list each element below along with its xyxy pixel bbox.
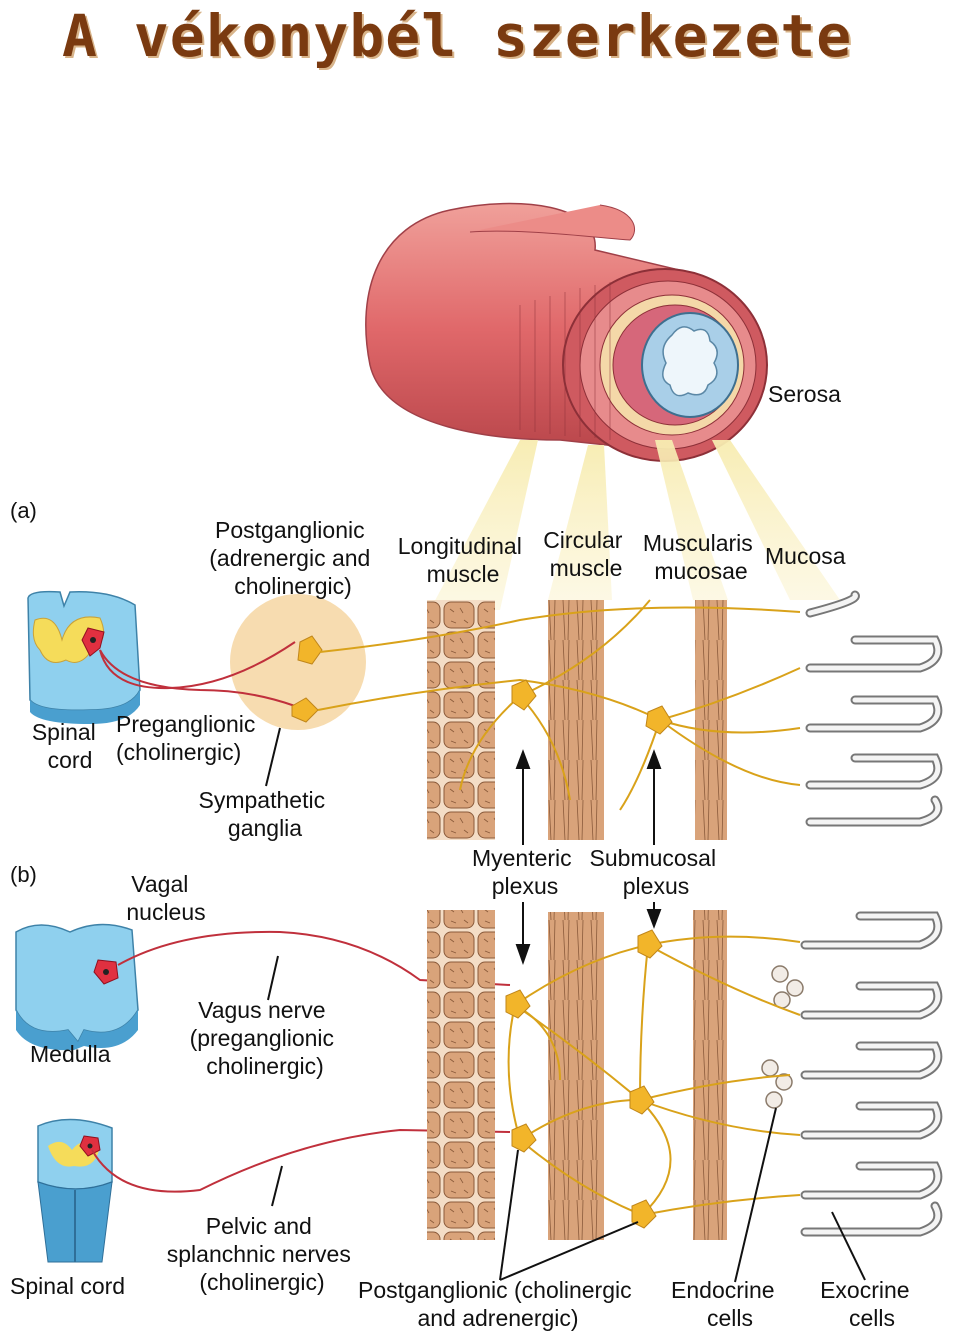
- muscularis-mucosae-label-2: mucosae: [654, 558, 747, 584]
- svg-text:Circular muscle: Circular muscle: [543, 527, 629, 581]
- preganglionic-label-2: (cholinergic): [116, 739, 241, 765]
- svg-text:Postganglionic (adrenergic: Postganglionic (adrenergic and cholinerg…: [209, 517, 377, 599]
- circular-muscle-a: [548, 600, 604, 840]
- preganglionic-fibers-b: [91, 930, 511, 1193]
- intestine-illustration: [365, 202, 768, 462]
- spinal-cord-a-label-1: Spinal: [32, 719, 96, 745]
- vagus-nerve-label-1: Vagus nerve: [198, 997, 325, 1023]
- svg-text:Postganglionic (cholinergic: Postganglionic (cholinergic and adrenerg…: [358, 1277, 638, 1331]
- endocrine-cells-label-1: Endocrine: [671, 1277, 775, 1303]
- submucosal-plexus-label-2: plexus: [623, 873, 689, 899]
- postganglionic-a-label-2: (adrenergic and: [209, 545, 370, 571]
- longitudinal-muscle-b: [427, 910, 495, 1240]
- muscularis-mucosae-label-1: Muscularis: [643, 530, 753, 556]
- medulla-label: Medulla: [30, 1041, 111, 1067]
- medulla: [15, 923, 139, 1051]
- serosa-label: Serosa: [768, 381, 841, 407]
- svg-text:Sympathetic ganglia: Sympathetic ganglia: [199, 787, 332, 841]
- preganglionic-label-1: Preganglionic: [116, 711, 255, 737]
- mucosa-villi-a: [805, 590, 943, 827]
- postganglionic-b-label-2: and adrenergic): [417, 1305, 578, 1331]
- preganglionic-fibers-a: [99, 641, 296, 707]
- projection-beams: [430, 440, 840, 610]
- myenteric-plexus-label-2: plexus: [492, 873, 558, 899]
- longitudinal-muscle-label-2: muscle: [427, 561, 500, 587]
- svg-text:Preganglionic (cholinergic: Preganglionic (cholinergic): [116, 711, 262, 765]
- spinal-cord-a: [27, 590, 141, 724]
- vagus-nerve-label-3: cholinergic): [206, 1053, 324, 1079]
- postganglionic-b-label-1: Postganglionic (cholinergic: [358, 1277, 632, 1303]
- endocrine-cells-label-2: cells: [707, 1305, 753, 1331]
- sympathetic-ganglia-label-2: ganglia: [228, 815, 302, 841]
- vagal-nucleus-label-1: Vagal: [131, 871, 188, 897]
- vagus-nerve-label-2: (preganglionic: [190, 1025, 334, 1051]
- mucosa-villi-b-inner: [802, 913, 941, 1235]
- pelvic-nerves-label-1: Pelvic and: [206, 1213, 312, 1239]
- sympathetic-ganglia-label-1: Sympathetic: [199, 787, 326, 813]
- ganglion-neurons: [291, 635, 323, 723]
- spinal-cord-b: [37, 1118, 113, 1263]
- muscularis-mucosae-a: [695, 600, 727, 840]
- svg-text:Vagus nerve (preganglionic: Vagus nerve (preganglionic cholinergic): [190, 997, 341, 1079]
- vagal-nucleus-label-2: nucleus: [126, 899, 205, 925]
- svg-text:Spinal cord: Spinal cord: [32, 719, 102, 773]
- pelvic-nerves-label-2: splanchnic nerves: [167, 1241, 351, 1267]
- plexus-neurons-a: [511, 679, 673, 735]
- muscularis-mucosae-b: [693, 910, 727, 1240]
- pointer-lines-b: [267, 955, 866, 1283]
- circular-muscle-label-2: muscle: [550, 555, 623, 581]
- svg-text:Muscularis mucosae: Muscularis mucosae: [643, 530, 759, 584]
- myenteric-plexus-label-1: Myenteric: [472, 845, 572, 871]
- plexus-arrows-a: [515, 749, 662, 845]
- svg-text:Endocrine cells: Endocrine cells: [671, 1277, 781, 1331]
- panel-b-label: (b): [10, 862, 37, 887]
- plexus-arrows-b: [515, 902, 662, 966]
- svg-text:Exocrine cells: Exocrine cells: [820, 1277, 916, 1331]
- spinal-cord-b-label: Spinal cord: [10, 1273, 125, 1299]
- postganglionic-a-label-1: Postganglionic: [215, 517, 365, 543]
- circular-muscle-b: [548, 912, 604, 1240]
- exocrine-cells-label-1: Exocrine: [820, 1277, 909, 1303]
- svg-text:Pelvic and splanchnic nerv: Pelvic and splanchnic nerves (cholinergi…: [167, 1213, 358, 1295]
- pelvic-nerves-label-3: (cholinergic): [199, 1269, 324, 1295]
- svg-text:Myenteric plexus: Myenteric plexus: [472, 845, 578, 899]
- plexus-neurons-b: [505, 929, 663, 1229]
- svg-text:Submucosal plexus: Submucosal plexus: [590, 845, 723, 899]
- sympathetic-ganglia-pointer: [265, 727, 281, 787]
- exocrine-cells-label-2: cells: [849, 1305, 895, 1331]
- svg-text:Vagal nucleus: Vagal nucleus: [126, 871, 205, 925]
- page-title: A vékonybél szerkezete: [62, 2, 853, 70]
- mucosa-villi-a-inner: [807, 592, 941, 825]
- spinal-cord-a-label-2: cord: [48, 747, 93, 773]
- submucosal-plexus-label-1: Submucosal: [590, 845, 717, 871]
- panel-a-label: (a): [10, 498, 37, 523]
- postganglionic-fibers-a: [317, 599, 801, 811]
- longitudinal-muscle-a: [427, 600, 495, 840]
- longitudinal-muscle-label-1: Longitudinal: [398, 533, 522, 559]
- postganglionic-a-label-3: cholinergic): [234, 573, 352, 599]
- svg-text:Longitudinal muscle: Longitudinal muscle: [398, 533, 528, 587]
- mucosa-label: Mucosa: [765, 543, 846, 569]
- endocrine-cell-clusters: [761, 965, 804, 1109]
- circular-muscle-label-1: Circular: [543, 527, 623, 553]
